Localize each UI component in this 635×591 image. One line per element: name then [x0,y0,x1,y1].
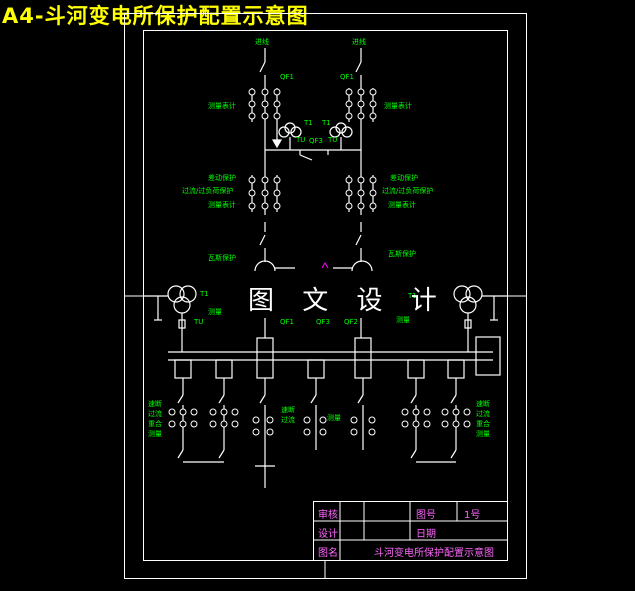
upper-left-markers [248,88,281,120]
label-feeder-right-2: 过流 [476,409,490,418]
label-qf-low-left: QF1 [280,318,294,326]
label-qf-low-right: QF2 [344,318,358,326]
label-feeder-mid-2: 过流 [281,415,295,424]
label-tu-left: TU [295,136,305,144]
label-feeder-mid-1: 速断 [281,405,295,414]
label-feeder-left-2: 过流 [148,409,162,418]
title-block-row1-label: 审核 [318,510,338,521]
middle-feeders [251,160,374,272]
upper-right-markers [345,88,377,120]
label-line-right: 进线 [352,37,366,46]
lower-markers [168,408,471,436]
label-feeder-right-1: 速断 [476,399,490,408]
label-meas-right: 测量表计 [384,101,412,110]
label-feeder-left-1: 速断 [148,399,162,408]
label-t1-right: T1 [321,119,331,127]
label-diff-left: 差动保护 [208,173,236,182]
title-block-row1-key: 图号 [416,510,436,521]
title-block [313,501,508,561]
label-t-right2: T1 [407,292,417,300]
label-tu-right: TU [327,136,337,144]
label-mark-low-right: 测量 [396,316,410,324]
label-over-left: 过流/过负荷保护 [182,186,233,195]
drawing-title: A4-斗河变电所保护配置示意图 [2,4,309,28]
label-feeder-right-4: 测量 [476,430,490,438]
label-meas-left: 测量表计 [208,101,236,110]
label-qf-bus: QF3 [309,137,323,145]
label-t1-left: T1 [303,119,313,127]
upper-left-feeder [251,48,283,150]
title-block-row3-value: 斗河变电所保护配置示意图 [374,548,494,559]
upper-right-feeder [348,48,374,150]
protection-markers [168,88,471,436]
label-gas-left: 瓦斯保护 [208,253,236,262]
label-meas3-left: 测量 [208,308,222,316]
title-block-row3-label: 图名 [318,548,338,559]
label-gas-right: 瓦斯保护 [388,249,416,258]
label-feeder-right-3: 重合 [476,419,490,428]
center-marker [321,262,329,269]
label-qf-low-mid: QF3 [316,318,330,326]
watermark-text: 图 文 设 计 [248,286,447,316]
label-tu3-left: TU [193,318,203,326]
title-block-row2-key: 日期 [416,529,436,540]
label-feeder-mid-3: 测量 [327,414,341,422]
label-meas2-right: 测量表计 [388,200,416,209]
label-t-left2: T1 [199,290,209,298]
title-block-row1-value: 1号 [464,510,481,521]
lower-feeders [174,359,465,488]
label-diff-right: 差动保护 [390,173,418,182]
middle-right-markers [345,176,377,210]
left-transformer [143,285,197,352]
label-line-left: 进线 [255,37,269,46]
middle-left-markers [248,176,281,210]
right-transformer [453,285,507,352]
label-feeder-left-3: 重合 [148,419,162,428]
main-busbar [168,318,501,379]
label-qf1-right: QF1 [340,73,354,81]
label-feeder-left-4: 测量 [148,430,162,438]
title-block-row2-label: 设计 [318,529,338,540]
label-meas2-left: 测量表计 [208,200,236,209]
label-qf1-left: QF1 [280,73,294,81]
upper-bus-ties [264,122,362,161]
label-over-right: 过流/过负荷保护 [382,186,433,195]
